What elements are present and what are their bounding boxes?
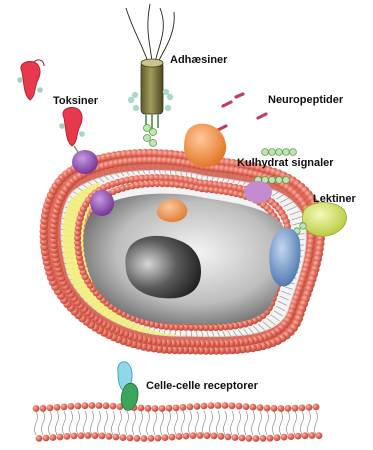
adhesin-hairs [126, 4, 174, 62]
purple-receptor-outer [72, 150, 98, 174]
adhesin-glyco-chain [144, 125, 157, 147]
neuropeptides [218, 94, 266, 130]
label-toxins: Toksiner [53, 96, 98, 107]
adhesin-receptor [128, 59, 173, 134]
lectin [303, 203, 347, 237]
label-carbohydrate-signals: Kulhydrat signaler [237, 158, 334, 169]
label-adhesins: Adhæsiner [170, 55, 227, 66]
label-lectins: Lektiner [313, 194, 356, 205]
purple-receptor-inner [90, 190, 114, 216]
neighbor-cell-membrane [33, 402, 323, 442]
label-cell-cell-receptors: Celle-celle receptorer [146, 381, 258, 392]
label-neuropeptides: Neuropeptider [268, 95, 343, 106]
carbohydrate-receptor [244, 181, 272, 203]
toxin-top [17, 60, 44, 100]
